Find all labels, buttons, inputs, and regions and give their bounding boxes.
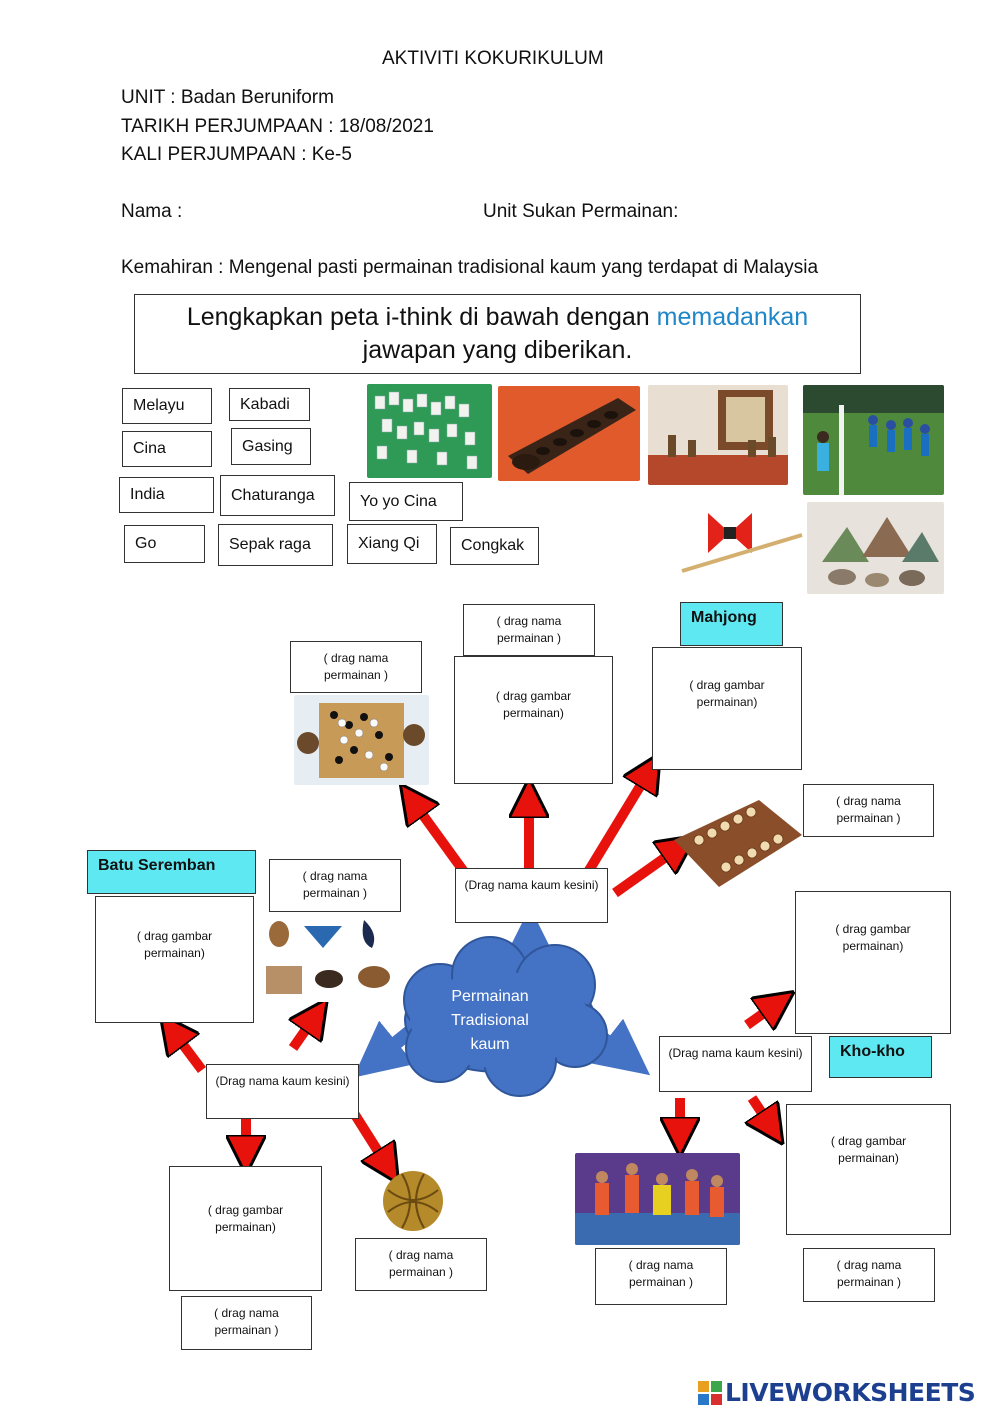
logo-icon [698, 1380, 722, 1405]
chip-india[interactable]: India [119, 477, 214, 513]
chip-yoyo-cina[interactable]: Yo yo Cina [349, 482, 463, 521]
liveworksheets-logo: LIVEWORKSHEETS [698, 1378, 976, 1407]
chip-cina[interactable]: Cina [122, 431, 212, 467]
label-mahjong: Mahjong [680, 602, 783, 646]
nama-label: Nama : [121, 201, 183, 222]
chip-sepak-raga[interactable]: Sepak raga [218, 524, 333, 566]
center-topic: Permainan Tradisional kaum [430, 985, 550, 1057]
drop-nama-top-center[interactable]: ( drag nama permainan ) [463, 604, 595, 656]
kali-line: KALI PERJUMPAAN : Ke-5 [121, 144, 352, 165]
go-image[interactable] [294, 695, 429, 785]
gasing-image[interactable] [264, 914, 394, 1002]
drop-gambar-left-bottom[interactable]: ( drag gambar permainan) [169, 1166, 322, 1291]
logo-text: LIVEWORKSHEETS [725, 1378, 976, 1407]
mahjong-image[interactable] [367, 384, 492, 478]
label-kho-kho: Kho-kho [829, 1036, 932, 1078]
drop-kaum-top[interactable]: (Drag nama kaum kesini) [455, 868, 608, 923]
drop-nama-xiangqi[interactable]: ( drag nama permainan ) [803, 784, 934, 837]
xiang-qi-image[interactable] [664, 795, 804, 890]
sepak-raga-image[interactable] [380, 1170, 446, 1232]
yoyo-cina-image[interactable] [680, 505, 804, 575]
chip-melayu[interactable]: Melayu [122, 388, 212, 424]
center-line1: Permainan [451, 988, 529, 1005]
chip-congkak[interactable]: Congkak [450, 527, 539, 565]
unit-line: UNIT : Badan Beruniform [121, 87, 334, 108]
congkak-image[interactable] [498, 386, 640, 481]
kemahiran-line: Kemahiran : Mengenal pasti permainan tra… [121, 257, 819, 278]
drop-gambar-batu-seremban[interactable]: ( drag gambar permainan) [95, 896, 254, 1023]
drop-nama-left-bottom[interactable]: ( drag nama permainan ) [181, 1296, 312, 1350]
instruction-text: Lengkapkan peta i-think di bawah dengan [186, 303, 657, 331]
center-line2: Tradisional [451, 1012, 529, 1029]
center-line3: kaum [470, 1036, 510, 1053]
kho-kho-image[interactable] [803, 385, 944, 495]
kabadi-image[interactable] [575, 1153, 740, 1245]
drop-kaum-right[interactable]: (Drag nama kaum kesini) [659, 1036, 812, 1092]
instruction-highlight: memadankan [656, 303, 809, 331]
drop-gambar-top-center[interactable]: ( drag gambar permainan) [454, 656, 613, 784]
chip-go[interactable]: Go [124, 525, 205, 563]
drop-nama-sepak-raga[interactable]: ( drag nama permainan ) [355, 1238, 487, 1291]
drop-gambar-mahjong[interactable]: ( drag gambar permainan) [652, 647, 802, 770]
drop-kaum-left[interactable]: (Drag nama kaum kesini) [206, 1064, 359, 1119]
drop-nama-gasing[interactable]: ( drag nama permainan ) [269, 859, 401, 912]
label-batu-seremban: Batu Seremban [87, 850, 256, 894]
worksheet-title: AKTIVITI KOKURIKULUM [382, 48, 604, 69]
drop-nama-kabadi[interactable]: ( drag nama permainan ) [595, 1248, 727, 1305]
chip-chaturanga[interactable]: Chaturanga [220, 475, 335, 516]
drop-nama-right-bottom[interactable]: ( drag nama permainan ) [803, 1248, 935, 1302]
unit-sukan-label: Unit Sukan Permainan: [483, 201, 679, 222]
chip-gasing[interactable]: Gasing [231, 428, 311, 465]
chip-kabadi[interactable]: Kabadi [229, 388, 310, 421]
instruction-box: Lengkapkan peta i-think di bawah dengan … [134, 294, 861, 374]
drop-gambar-right-bottom[interactable]: ( drag gambar permainan) [786, 1104, 951, 1235]
tarikh-line: TARIKH PERJUMPAAN : 18/08/2021 [121, 116, 434, 137]
instruction-text-2: jawapan yang diberikan. [362, 336, 633, 364]
drop-gambar-kho-kho[interactable]: ( drag gambar permainan) [795, 891, 951, 1034]
chaturanga-image[interactable] [648, 385, 788, 485]
batu-seremban-image[interactable] [807, 502, 944, 594]
drop-nama-go[interactable]: ( drag nama permainan ) [290, 641, 422, 693]
chip-xiang-qi[interactable]: Xiang Qi [347, 524, 437, 564]
